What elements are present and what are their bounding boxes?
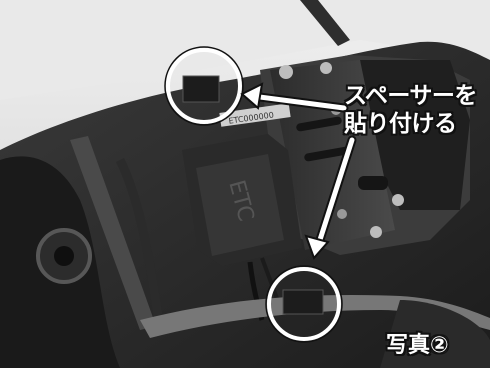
etc-label-strip <box>219 103 291 127</box>
upper-spacer-circle-outline <box>164 46 244 126</box>
grab-rail <box>300 0 350 46</box>
upper-spacer-circle <box>166 48 242 124</box>
callout-line-1: スペーサーを <box>344 83 477 109</box>
bracket-bolt <box>337 209 347 219</box>
lower-spacer-pad <box>282 289 324 315</box>
etc-unit-face <box>196 154 284 256</box>
bracket-slot <box>304 146 350 162</box>
bracket-bolt <box>320 62 332 74</box>
arrow-to-upper-spacer <box>240 82 349 113</box>
wire-harness <box>115 157 165 331</box>
bracket-bolt <box>279 65 293 79</box>
background-shade <box>0 0 490 100</box>
frame-tube <box>70 136 156 330</box>
tail-housing <box>360 60 470 210</box>
upper-spacer-pad <box>182 75 220 103</box>
bracket-slot <box>358 176 388 190</box>
key-cylinder-core <box>54 246 74 266</box>
lower-spacer-circle <box>267 267 341 341</box>
lower-spacer-circle-outline <box>265 265 343 343</box>
rear-tire <box>380 300 490 368</box>
bracket-slot <box>296 116 342 132</box>
arrow-to-lower-spacer <box>304 135 357 260</box>
photo-number: 写真② <box>386 333 449 358</box>
bracket-bolt <box>370 226 382 238</box>
callout-line-2: 貼り付ける <box>344 111 457 137</box>
bracket-bolt <box>392 194 404 206</box>
